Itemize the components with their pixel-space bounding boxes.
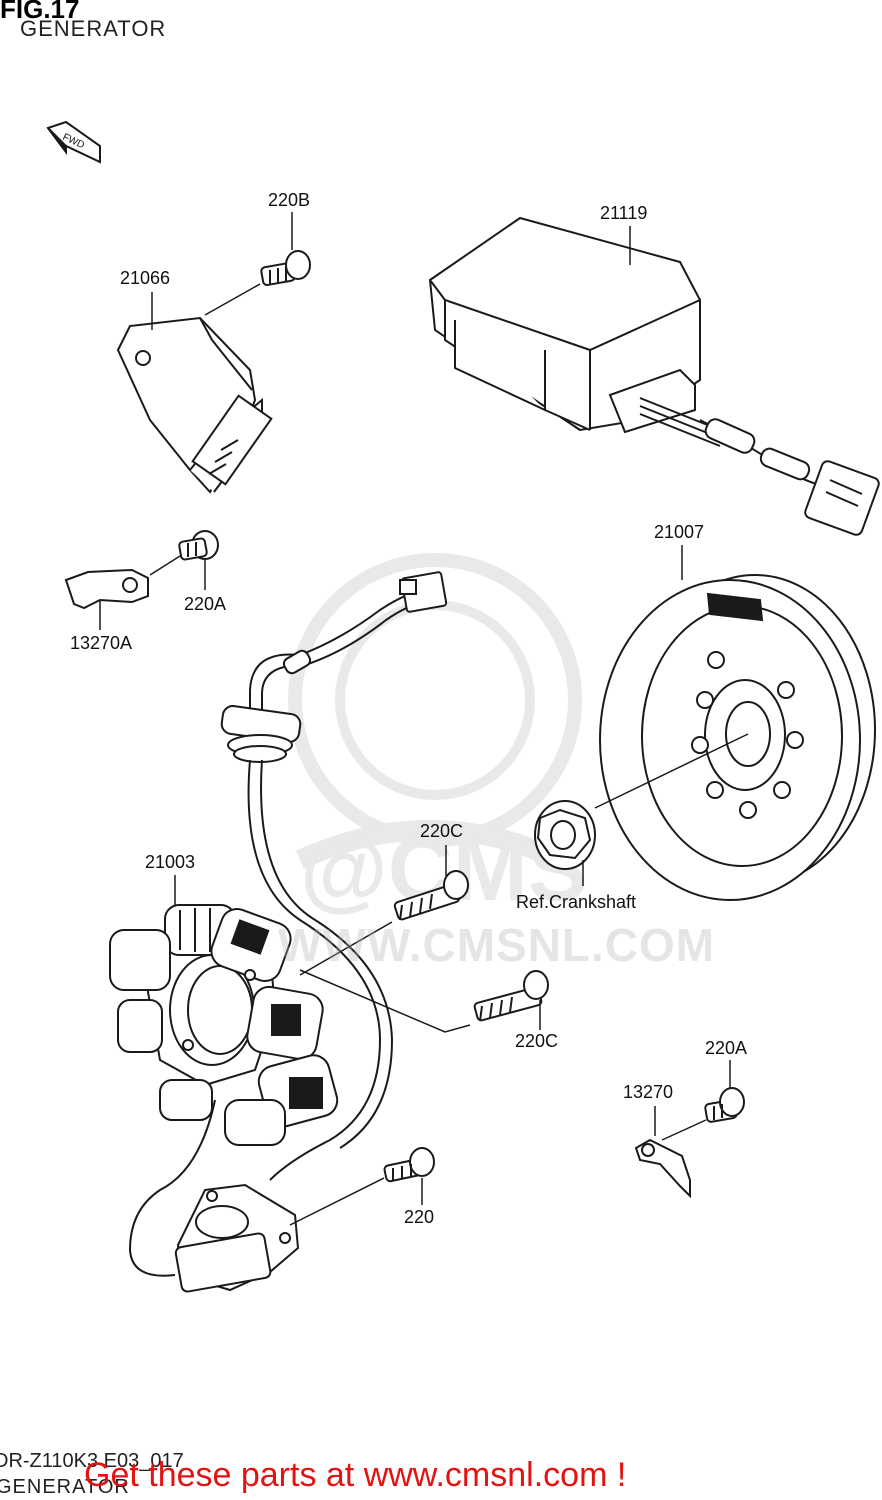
- part-13270a-bracket: [64, 568, 149, 610]
- part-21003-stator: [109, 904, 339, 1146]
- part-220-bolt: [383, 1147, 435, 1183]
- callout-13270[interactable]: 13270: [623, 1082, 674, 1102]
- part-crankshaft-nut: [534, 800, 596, 870]
- part-220a-bolt-bottom: [704, 1087, 745, 1123]
- callout-220a-bottom[interactable]: 220A: [705, 1038, 748, 1058]
- part-13270-bracket: [634, 1138, 691, 1199]
- part-220c-bolt-top: [393, 870, 469, 921]
- pickup-wire: [128, 1099, 216, 1277]
- callout-21119[interactable]: 21119: [600, 203, 648, 223]
- promo-link[interactable]: Get these parts at www.cmsnl.com !: [84, 1456, 627, 1494]
- part-pickup-coil: [174, 1183, 300, 1293]
- figure-title: FIG.17: [0, 0, 80, 24]
- part-220b-bolt: [260, 250, 311, 287]
- part-220a-bolt-top: [178, 530, 219, 561]
- callout-220b[interactable]: 220B: [268, 190, 311, 210]
- callout-21066[interactable]: 21066: [120, 268, 171, 288]
- callout-ref-crankshaft[interactable]: Ref.Crankshaft: [516, 892, 637, 912]
- cdi-wire-harness: [699, 418, 880, 536]
- model-code: DR-Z110K3 E03_017: [0, 1450, 184, 1472]
- section-name: GENERATOR: [0, 1476, 130, 1498]
- callout-13270a[interactable]: 13270A: [70, 633, 133, 653]
- callout-21007[interactable]: 21007: [654, 522, 705, 542]
- fwd-arrow-icon: [46, 120, 101, 164]
- part-21066-relay: [116, 316, 273, 494]
- stator-lead-wire: [220, 571, 448, 1181]
- cms-logo-icon: @CMS: [288, 553, 588, 920]
- callout-220a-top[interactable]: 220A: [184, 594, 227, 614]
- figure-subtitle: GENERATOR: [20, 16, 167, 41]
- callout-220c-bottom[interactable]: 220C: [515, 1031, 559, 1051]
- part-220c-bolt-bottom: [473, 970, 549, 1022]
- watermark-text: WWW.CMSNL.COM: [278, 919, 716, 971]
- callout-21003[interactable]: 21003: [145, 852, 196, 872]
- callout-220[interactable]: 220: [404, 1207, 435, 1227]
- part-21007-flywheel: [599, 574, 876, 901]
- part-21119-cdi-unit: [428, 216, 721, 447]
- callout-220c-top[interactable]: 220C: [420, 821, 464, 841]
